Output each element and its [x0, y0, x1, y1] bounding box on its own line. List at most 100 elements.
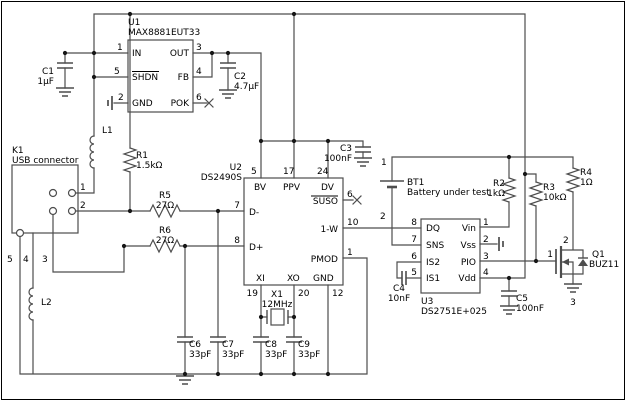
tap-ground-symbols — [107, 96, 504, 251]
u1-pin-pok-label: POK — [171, 99, 191, 109]
c7-value-label: 33pF — [222, 350, 244, 360]
r4-ref-label: R4 — [580, 168, 592, 178]
u1-pin4-num: 4 — [196, 67, 202, 77]
u2-ref-label: U2 — [230, 163, 242, 173]
u1-pin-in-label: IN — [132, 49, 141, 59]
u3-pin4-num: 4 — [483, 268, 489, 278]
u3-pin-pio-label: PIO — [461, 258, 476, 268]
labels: U1 MAX8881EUT33 1 IN 5 SHDN 2 GND OUT 3 … — [7, 18, 619, 360]
u2-pin-gnd-label: GND — [313, 274, 334, 284]
r5-ref-label: R5 — [159, 191, 171, 201]
u2-body — [243, 177, 344, 286]
u3-pin-is2-label: IS2 — [426, 258, 440, 268]
r2-value-label: 1kΩ — [487, 189, 505, 199]
u1-pin-gnd-label: GND — [132, 99, 153, 109]
bt1-ref-label: BT1 — [407, 178, 424, 188]
c3-ref-label: C3 — [340, 144, 352, 154]
u3-pin2-num: 2 — [483, 235, 489, 245]
k1-ref-label: K1 — [12, 146, 24, 156]
k1-pin2-num: 2 — [80, 201, 86, 211]
u3-pin3-num: 3 — [483, 252, 489, 262]
u2-pin-ppv-label: PPV — [283, 183, 301, 193]
u2-part-label: DS2490S — [201, 173, 243, 183]
wires — [19, 13, 584, 375]
u1-pin5-num: 5 — [114, 67, 120, 77]
u2-pin-xi-label: XI — [256, 274, 265, 284]
u1-part-label: MAX8881EUT33 — [128, 28, 200, 38]
bt1-pin1-num: 1 — [381, 158, 387, 168]
u1-pin-out-label: OUT — [170, 49, 190, 59]
u2-pin7-num: 7 — [234, 201, 240, 211]
k1-pin4-num: 4 — [23, 255, 29, 265]
bt1-desc-label: Battery under test — [407, 188, 490, 198]
u2-pin24-num: 24 — [317, 167, 329, 177]
r4-value-label: 1Ω — [580, 178, 593, 188]
u2-pin1-num: 1 — [347, 248, 353, 258]
u2-pin-pmod-label: PMOD — [311, 255, 338, 265]
u3-pin7-num: 7 — [411, 235, 417, 245]
u3-pin-is1-label: IS1 — [426, 274, 440, 284]
c5-ref-label: C5 — [516, 294, 528, 304]
r6-ref-label: R6 — [159, 226, 171, 236]
u3-pin-sns-label: SNS — [426, 241, 444, 251]
r5-value-label: 27Ω — [156, 201, 174, 211]
u3-ref-label: U3 — [421, 297, 433, 307]
u2-pin-dp-label: D+ — [249, 243, 263, 253]
capacitor-plates — [57, 62, 517, 343]
bt1-pin2-num: 2 — [380, 212, 386, 222]
u2-pin8-num: 8 — [234, 236, 240, 246]
u1-pin6-num: 6 — [196, 93, 202, 103]
k1-pin1-num: 1 — [80, 183, 86, 193]
l2-ref-label: L2 — [41, 298, 52, 308]
u3-pin-dq-label: DQ — [426, 224, 440, 234]
q1-ref-label: Q1 — [592, 250, 605, 260]
x1-ref-label: X1 — [271, 290, 283, 300]
r2-ref-label: R2 — [493, 179, 505, 189]
u2-pin-xo-label: XO — [287, 274, 300, 284]
u3-pin1-num: 1 — [483, 218, 489, 228]
l1-ref-label: L1 — [102, 126, 113, 136]
c4-value-label: 10nF — [388, 294, 410, 304]
u1-pin2-num: 2 — [118, 93, 124, 103]
u1-pin3-num: 3 — [196, 43, 202, 53]
u2-pin-dm-label: D- — [249, 208, 259, 218]
u2-pin6-num: 6 — [347, 190, 353, 200]
c2-value-label: 4.7µF — [234, 82, 259, 92]
r3-value-label: 10kΩ — [543, 193, 567, 203]
u2-pin-suso-label: SUSO — [313, 197, 338, 207]
c6-value-label: 33pF — [189, 350, 211, 360]
r1-value-label: 1.5kΩ — [136, 161, 163, 171]
no-connect-icon — [204, 98, 362, 205]
u2-pin-dv-label: DV — [321, 183, 335, 193]
r1-ref-label: R1 — [136, 151, 148, 161]
u2-pin10-num: 10 — [347, 218, 359, 228]
ground-symbols — [56, 87, 582, 385]
r3-ref-label: R3 — [543, 183, 555, 193]
u3-pin-vdd-label: Vdd — [458, 274, 476, 284]
crystal — [266, 308, 289, 326]
junction-dots — [62, 11, 539, 377]
c1-value-label: 1µF — [37, 77, 54, 87]
q1-gate-num: 1 — [547, 250, 553, 260]
u3-body — [420, 218, 481, 294]
u2-pin5-num: 5 — [251, 167, 257, 177]
u2-pin12-num: 12 — [332, 289, 343, 299]
k1-body — [11, 164, 79, 234]
body-diode-icon — [578, 259, 588, 266]
c9-value-label: 33pF — [298, 350, 320, 360]
usb-pin-circles — [15, 188, 77, 238]
q1-drain-num: 2 — [563, 236, 569, 246]
u3-part-label: DS2751E+025 — [421, 307, 487, 317]
c8-value-label: 33pF — [265, 350, 287, 360]
u3-pin5-num: 5 — [411, 268, 417, 278]
c8-ref-label: C8 — [265, 340, 277, 350]
u1-pin1-num: 1 — [117, 43, 123, 53]
u2-pin-1w-label: 1-W — [320, 225, 338, 235]
c1-ref-label: C1 — [42, 67, 54, 77]
k1-pin3-num: 3 — [42, 255, 48, 265]
c3-value-label: 100nF — [324, 154, 352, 164]
q1-source-num: 3 — [570, 298, 576, 308]
